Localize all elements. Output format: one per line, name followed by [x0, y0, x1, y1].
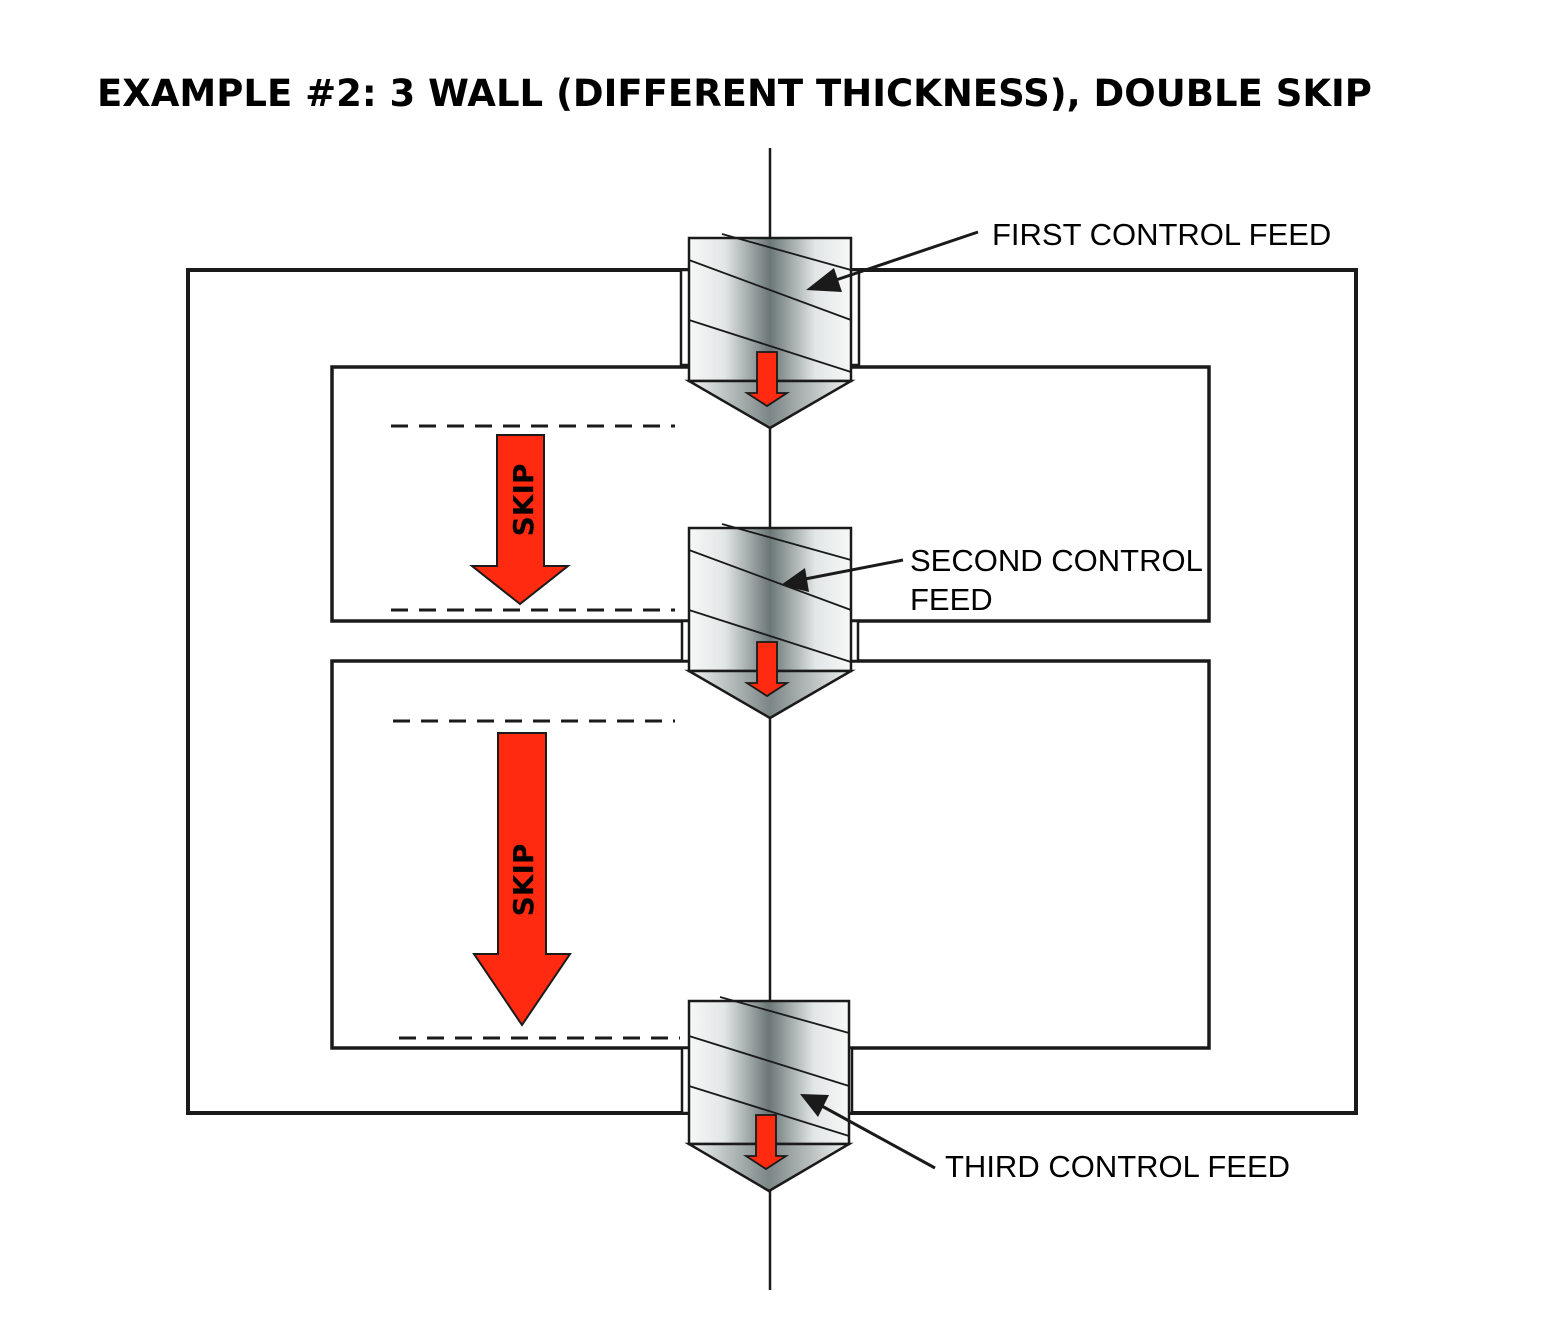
skip-reference-lines	[391, 424, 680, 1040]
feed-arrow-third	[742, 1114, 790, 1171]
skip-label-lower: SKIP	[507, 844, 540, 917]
feed-arrow-second	[743, 641, 791, 698]
callout-second-leader	[781, 558, 904, 592]
drill-bit-third	[680, 996, 854, 1193]
label-second-control-feed-line1: SECOND CONTROL	[910, 543, 1203, 578]
label-third-control-feed: THIRD CONTROL FEED	[945, 1149, 1290, 1184]
callout-first-leader	[806, 230, 979, 292]
callout-third-leader	[800, 1094, 936, 1170]
skip-label-upper: SKIP	[507, 464, 540, 537]
label-first-control-feed: FIRST CONTROL FEED	[992, 217, 1331, 252]
label-second-control-feed-line2: FEED	[910, 582, 993, 617]
skip-arrow-upper: SKIP	[469, 434, 571, 606]
drill-bit-second	[680, 523, 860, 720]
feed-arrow-first	[743, 351, 791, 408]
diagram-title: EXAMPLE #2: 3 WALL (DIFFERENT THICKNESS)…	[97, 72, 1372, 115]
skip-arrow-lower: SKIP	[472, 732, 572, 1027]
